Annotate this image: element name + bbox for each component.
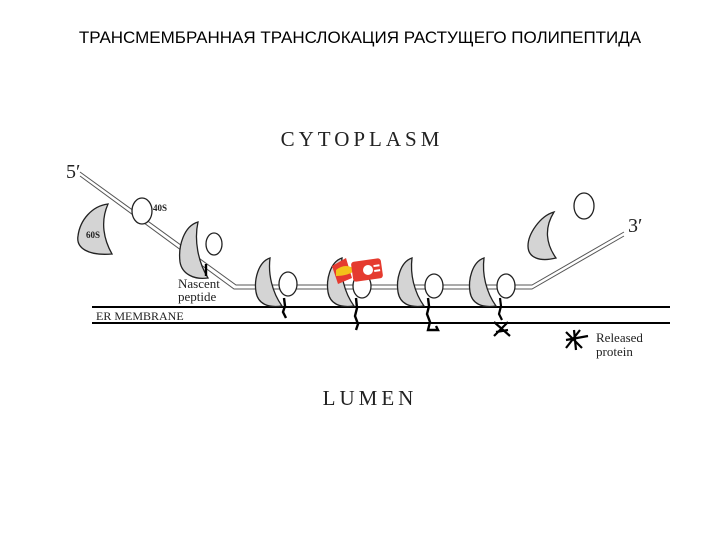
free-large-subunit: 60S	[77, 203, 114, 255]
ribosome-1	[178, 221, 223, 280]
released-label-line2: protein	[596, 344, 633, 359]
mrna-strand	[79, 171, 625, 290]
er-membrane-label: ER MEMBRANE	[96, 309, 184, 323]
nascent-peptide-4	[425, 297, 440, 332]
large-subunit-label: 60S	[86, 230, 100, 240]
released-label-line1: Released	[596, 330, 643, 345]
nascent-peptide-3	[353, 297, 360, 331]
released-protein-icon	[565, 329, 589, 351]
small-subunit-label: 40S	[153, 203, 167, 213]
nascent-label-line2: peptide	[178, 289, 216, 304]
five-prime-label: 5′	[66, 161, 80, 183]
ribosome-4	[396, 257, 444, 332]
ribosome-2	[254, 257, 298, 319]
three-prime-label: 3′	[628, 215, 642, 237]
released-ribosome	[527, 192, 595, 261]
logo-icon	[332, 258, 383, 284]
slide-title: ТРАНСМЕМБРАННАЯ ТРАНСЛОКАЦИЯ РАСТУЩЕГО П…	[78, 28, 642, 47]
er-membrane: ER MEMBRANE	[92, 306, 670, 324]
nascent-label-line1: Nascent	[178, 276, 220, 291]
nascent-peptide-2	[281, 297, 288, 319]
ribosome-5	[468, 257, 516, 337]
lumen-label: LUMEN	[323, 386, 418, 410]
nascent-peptide-5	[493, 297, 511, 337]
cytoplasm-label: CYTOPLASM	[281, 127, 444, 151]
free-small-subunit: 40S	[131, 197, 167, 225]
